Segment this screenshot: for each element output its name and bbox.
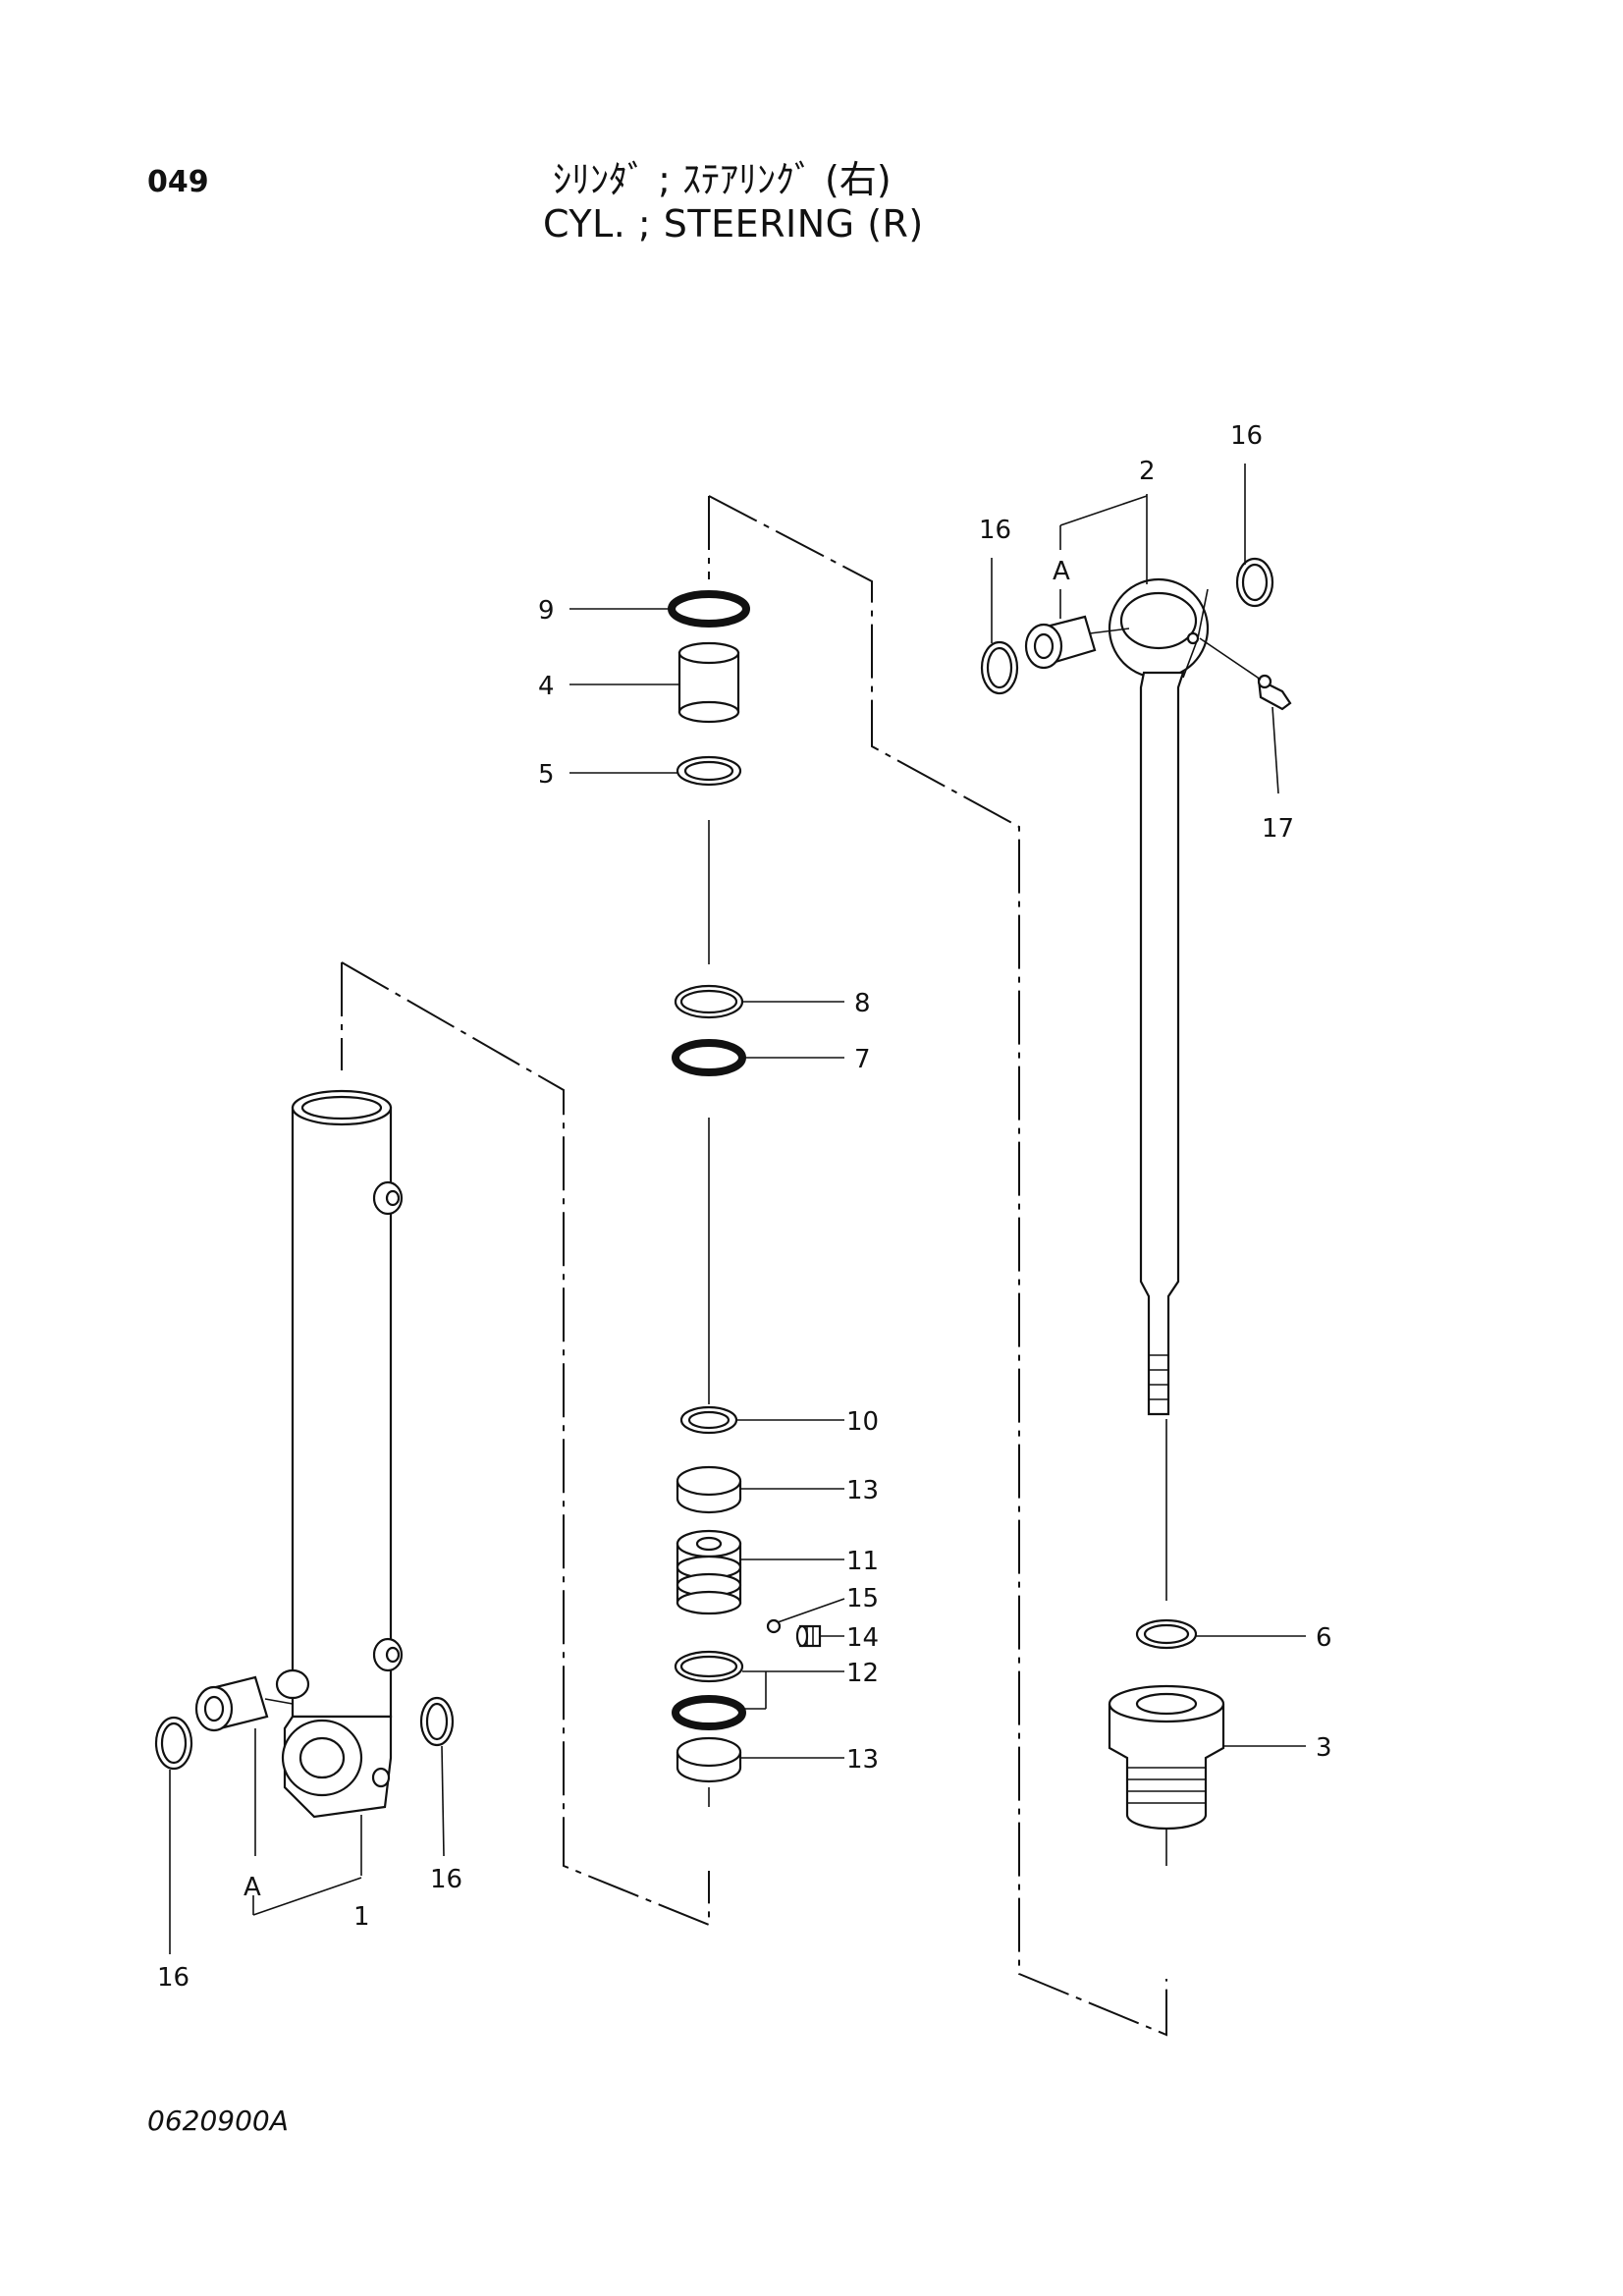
callout-7: 7 (854, 1045, 871, 1074)
callout-9: 9 (538, 596, 555, 626)
callout-13-top: 13 (846, 1476, 879, 1505)
callout-numbers: 9 4 5 8 7 10 13 11 15 14 12 13 6 3 17 16… (157, 421, 1332, 1993)
title-english: CYL. ; STEERING (R) (543, 202, 924, 246)
pin-bushing-right (1024, 615, 1130, 670)
callout-16-top-left: 16 (979, 516, 1011, 545)
callout-13-bottom: 13 (846, 1745, 879, 1775)
snap-rings (154, 557, 1274, 1771)
callout-4: 4 (538, 672, 555, 701)
title-japanese: ｼﾘﾝﾀﾞ ; ｽﾃｱﾘﾝｸﾞ (右) (553, 158, 892, 201)
callout-15: 15 (846, 1584, 879, 1613)
cylinder-tube (275, 1089, 404, 1819)
ref-a-right: A (1053, 557, 1070, 586)
callout-2: 2 (1139, 457, 1156, 486)
callout-1: 1 (353, 1902, 370, 1932)
callout-16-bottom-left: 16 (157, 1963, 189, 1993)
callout-5: 5 (538, 760, 555, 790)
callout-8: 8 (854, 989, 871, 1018)
callout-3: 3 (1316, 1733, 1332, 1763)
ref-a-left: A (243, 1873, 261, 1902)
gland-assembly (1108, 1618, 1225, 1831)
callout-12: 12 (846, 1659, 879, 1688)
callout-6: 6 (1316, 1623, 1332, 1653)
seal-stack (668, 590, 822, 1783)
callout-16-top-right: 16 (1230, 421, 1263, 451)
pin-bushing-left (194, 1675, 294, 1732)
callout-10: 10 (846, 1407, 879, 1437)
grease-fitting (1199, 637, 1292, 711)
callout-11: 11 (846, 1547, 879, 1576)
leader-lines (169, 464, 1306, 1954)
piston-rod (1108, 577, 1210, 1416)
callout-17: 17 (1262, 814, 1294, 844)
drawing-number: 0620900A (147, 2105, 289, 2137)
assembly-boundary-lines (341, 495, 1167, 2037)
callout-14: 14 (846, 1623, 879, 1653)
callout-16-bottom-right: 16 (430, 1865, 462, 1894)
page-number: 049 (147, 165, 209, 199)
